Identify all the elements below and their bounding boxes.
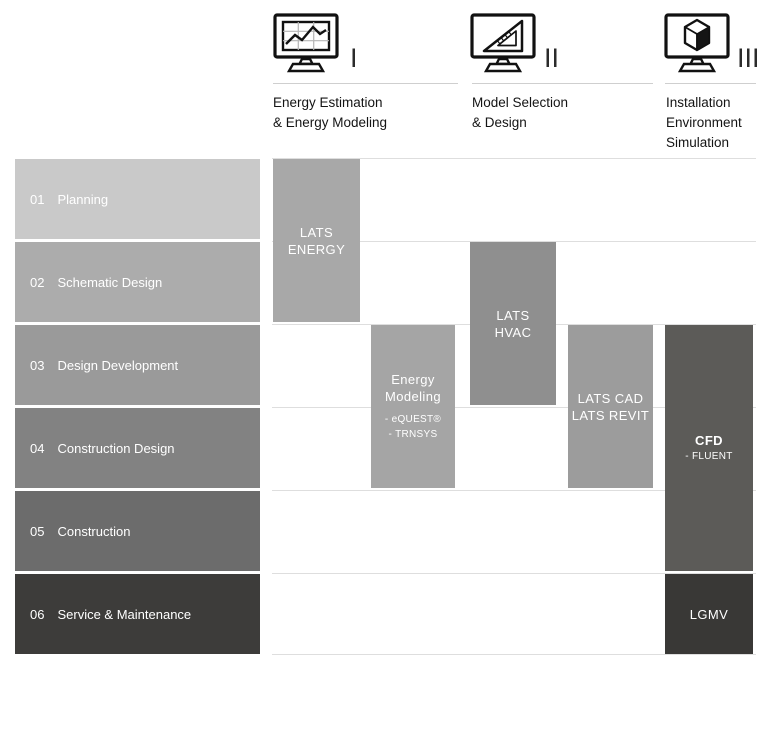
stage-number: 03: [30, 357, 45, 373]
block-title-line: Modeling: [385, 389, 441, 404]
header-divider-3: [665, 83, 756, 84]
column-label-2: Model Selection & Design: [472, 93, 568, 133]
stage-number: 01: [30, 191, 45, 207]
block-title-line: LGMV: [689, 606, 729, 622]
column-label-3-line-2: Environment: [666, 115, 742, 130]
block-title-line: LATS: [299, 224, 334, 240]
stage-row-planning: 01 Planning: [15, 159, 260, 239]
block-lats-hvac: LATS HVAC: [470, 242, 556, 405]
block-lats-energy: LATS ENERGY: [273, 159, 360, 322]
stage-row-schematic-design: 02 Schematic Design: [15, 242, 260, 322]
column-label-3: Installation Environment Simulation: [666, 93, 742, 153]
column-label-3-line-1: Installation: [666, 95, 731, 110]
row-grid-line: [272, 158, 756, 159]
row-grid-line: [272, 241, 756, 242]
block-title-line: ENERGY: [287, 241, 346, 257]
block-title-line: LATS REVIT: [571, 407, 650, 423]
stage-label: Construction Design: [57, 440, 175, 456]
monitor-line-chart-icon: [273, 13, 339, 73]
column-label-1: Energy Estimation & Energy Modeling: [273, 93, 387, 133]
column-numeral-1: I: [350, 43, 358, 73]
header-divider-1: [273, 83, 458, 84]
stage-row-construction-design: 04 Construction Design: [15, 408, 260, 488]
stage-number: 06: [30, 606, 45, 622]
stage-row-design-development: 03 Design Development: [15, 325, 260, 405]
stage-label: Planning: [57, 191, 109, 207]
block-title-line: LATS CAD: [577, 390, 644, 406]
monitor-3d-cube-icon: [664, 13, 730, 73]
monitor-set-square-icon: [470, 13, 536, 73]
block-subitem: - FLUENT: [685, 451, 733, 462]
header-divider-2: [472, 83, 653, 84]
block-lats-cad-revit: LATS CAD LATS REVIT: [568, 325, 653, 488]
column-label-3-line-3: Simulation: [666, 135, 730, 150]
stage-number: 04: [30, 440, 45, 456]
stage-label: Schematic Design: [57, 274, 163, 290]
row-grid-line: [272, 490, 756, 491]
block-title-line: Energy: [391, 372, 435, 387]
block-lgmv: LGMV: [665, 574, 753, 654]
row-grid-line: [272, 654, 756, 655]
block-subitem: - eQUEST®: [384, 414, 442, 425]
row-grid-line: [272, 573, 756, 574]
stage-label: Design Development: [57, 357, 179, 373]
block-cfd: CFD - FLUENT: [665, 325, 753, 571]
block-subitems: - eQUEST® - TRNSYS: [385, 412, 441, 442]
row-grid-line: [272, 407, 756, 408]
block-title-line: LATS: [496, 307, 530, 323]
column-label-1-line-1: Energy Estimation: [273, 95, 383, 110]
column-label-1-line-2: & Energy Modeling: [273, 115, 388, 130]
block-energy-modeling: Energy Modeling - eQUEST® - TRNSYS: [371, 325, 455, 488]
stage-label: Service & Maintenance: [57, 606, 192, 622]
column-label-2-line-2: & Design: [472, 115, 527, 130]
stage-row-construction: 05 Construction: [15, 491, 260, 571]
stage-number: 05: [30, 523, 45, 539]
column-numeral-2: II: [544, 43, 560, 73]
stage-number: 02: [30, 274, 45, 290]
block-title-line: CFD: [695, 433, 723, 448]
stage-label: Construction: [57, 523, 131, 539]
column-label-2-line-1: Model Selection: [472, 95, 569, 110]
block-title-line: HVAC: [494, 324, 532, 340]
block-subitem: - TRNSYS: [388, 429, 438, 440]
column-numeral-3: III: [737, 43, 760, 73]
stage-row-service-maintenance: 06 Service & Maintenance: [15, 574, 260, 654]
